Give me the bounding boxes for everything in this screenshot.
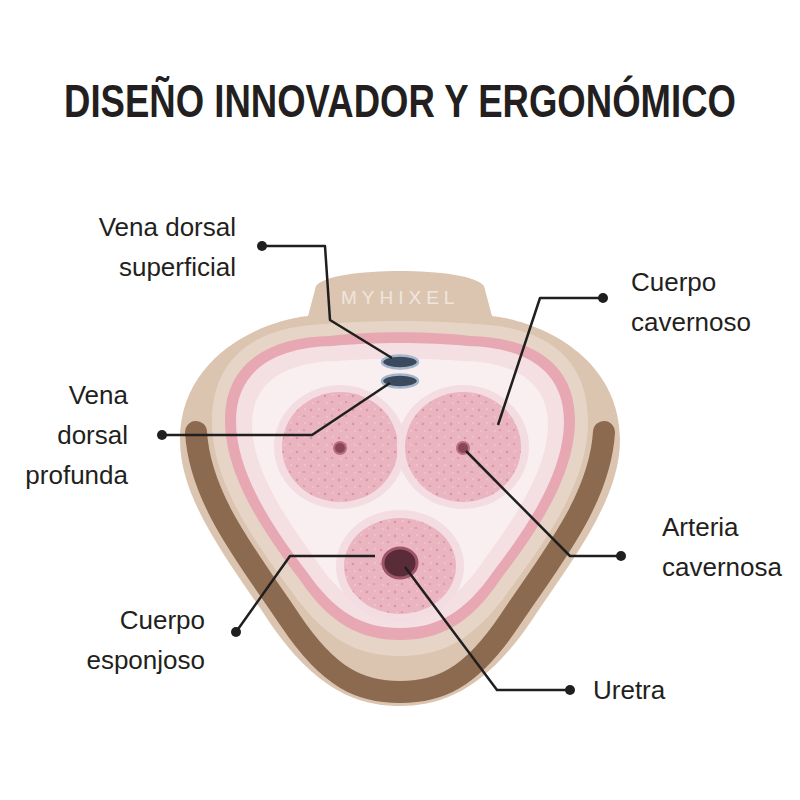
part-label: Uretra: [593, 670, 773, 710]
watermark: MYHIXEL: [341, 287, 459, 309]
part-label: Cuerpo esponjoso: [65, 600, 205, 680]
diagram-title: DISEÑO INNOVADOR Y ERGONÓMICO: [64, 74, 736, 128]
part-label: Vena dorsal profunda: [6, 375, 128, 495]
part-label: Vena dorsal superficial: [66, 207, 236, 287]
part-label: Cuerpo cavernoso: [631, 262, 791, 342]
part-label: Arteria cavernosa: [662, 507, 794, 587]
